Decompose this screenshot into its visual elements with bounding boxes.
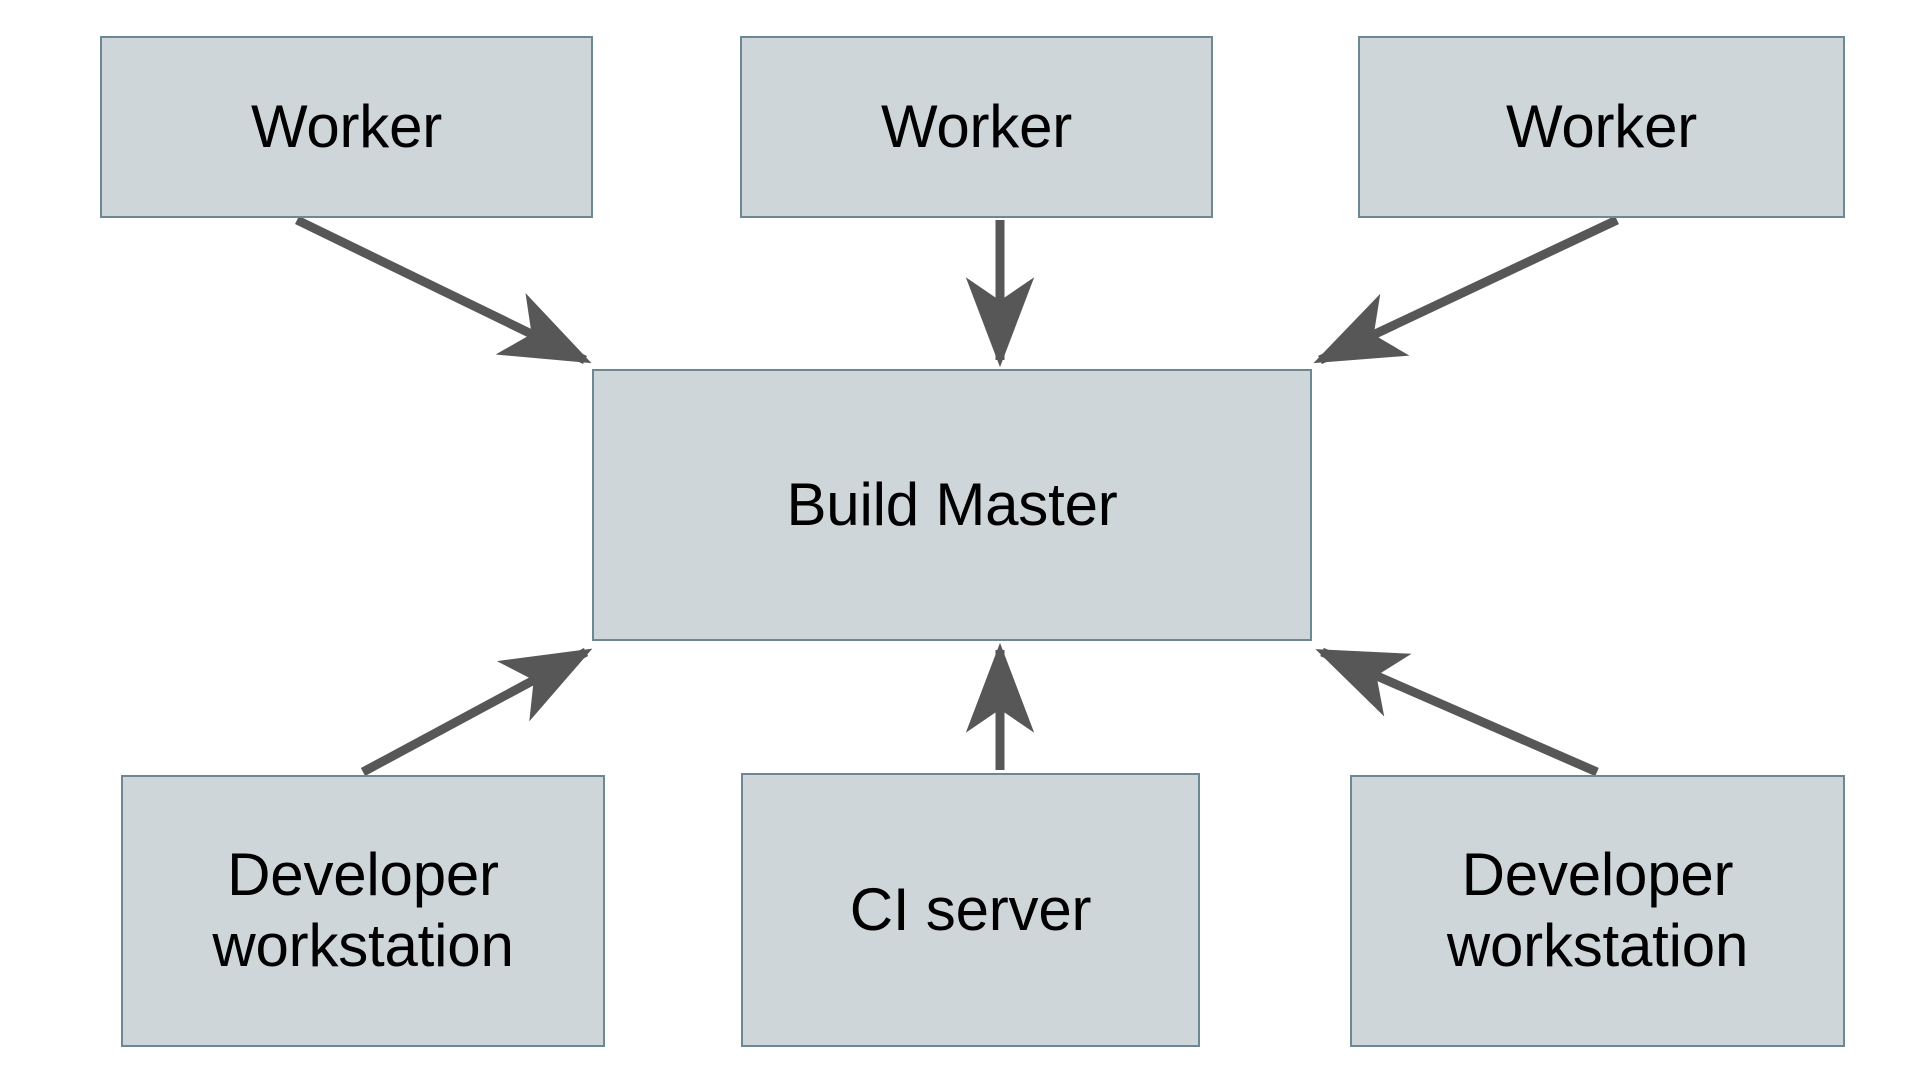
- node-developer-workstation-left[interactable]: Developer workstation: [121, 775, 605, 1047]
- edge-worker-1-to-build-master: [295, 215, 592, 365]
- node-developer-workstation-right-label: Developer workstation: [1446, 841, 1749, 979]
- edge-worker-3-to-build-master: [1313, 215, 1619, 365]
- node-worker-2-label: Worker: [880, 92, 1073, 160]
- node-ci-server-label: CI server: [849, 875, 1092, 943]
- node-worker-3[interactable]: Worker: [1358, 36, 1845, 218]
- node-build-master-label: Build Master: [786, 470, 1118, 538]
- node-build-master[interactable]: Build Master: [592, 369, 1312, 641]
- node-ci-server[interactable]: CI server: [741, 773, 1200, 1047]
- edge-dev-ws-left-to-build-master: [360, 648, 593, 776]
- node-worker-3-label: Worker: [1505, 92, 1698, 160]
- node-developer-workstation-left-label: Developer workstation: [212, 841, 514, 979]
- node-developer-workstation-right[interactable]: Developer workstation: [1350, 775, 1845, 1047]
- node-worker-1-label: Worker: [250, 92, 443, 160]
- node-worker-2[interactable]: Worker: [740, 36, 1213, 218]
- node-worker-1[interactable]: Worker: [100, 36, 593, 218]
- edge-dev-ws-right-to-build-master: [1315, 647, 1599, 777]
